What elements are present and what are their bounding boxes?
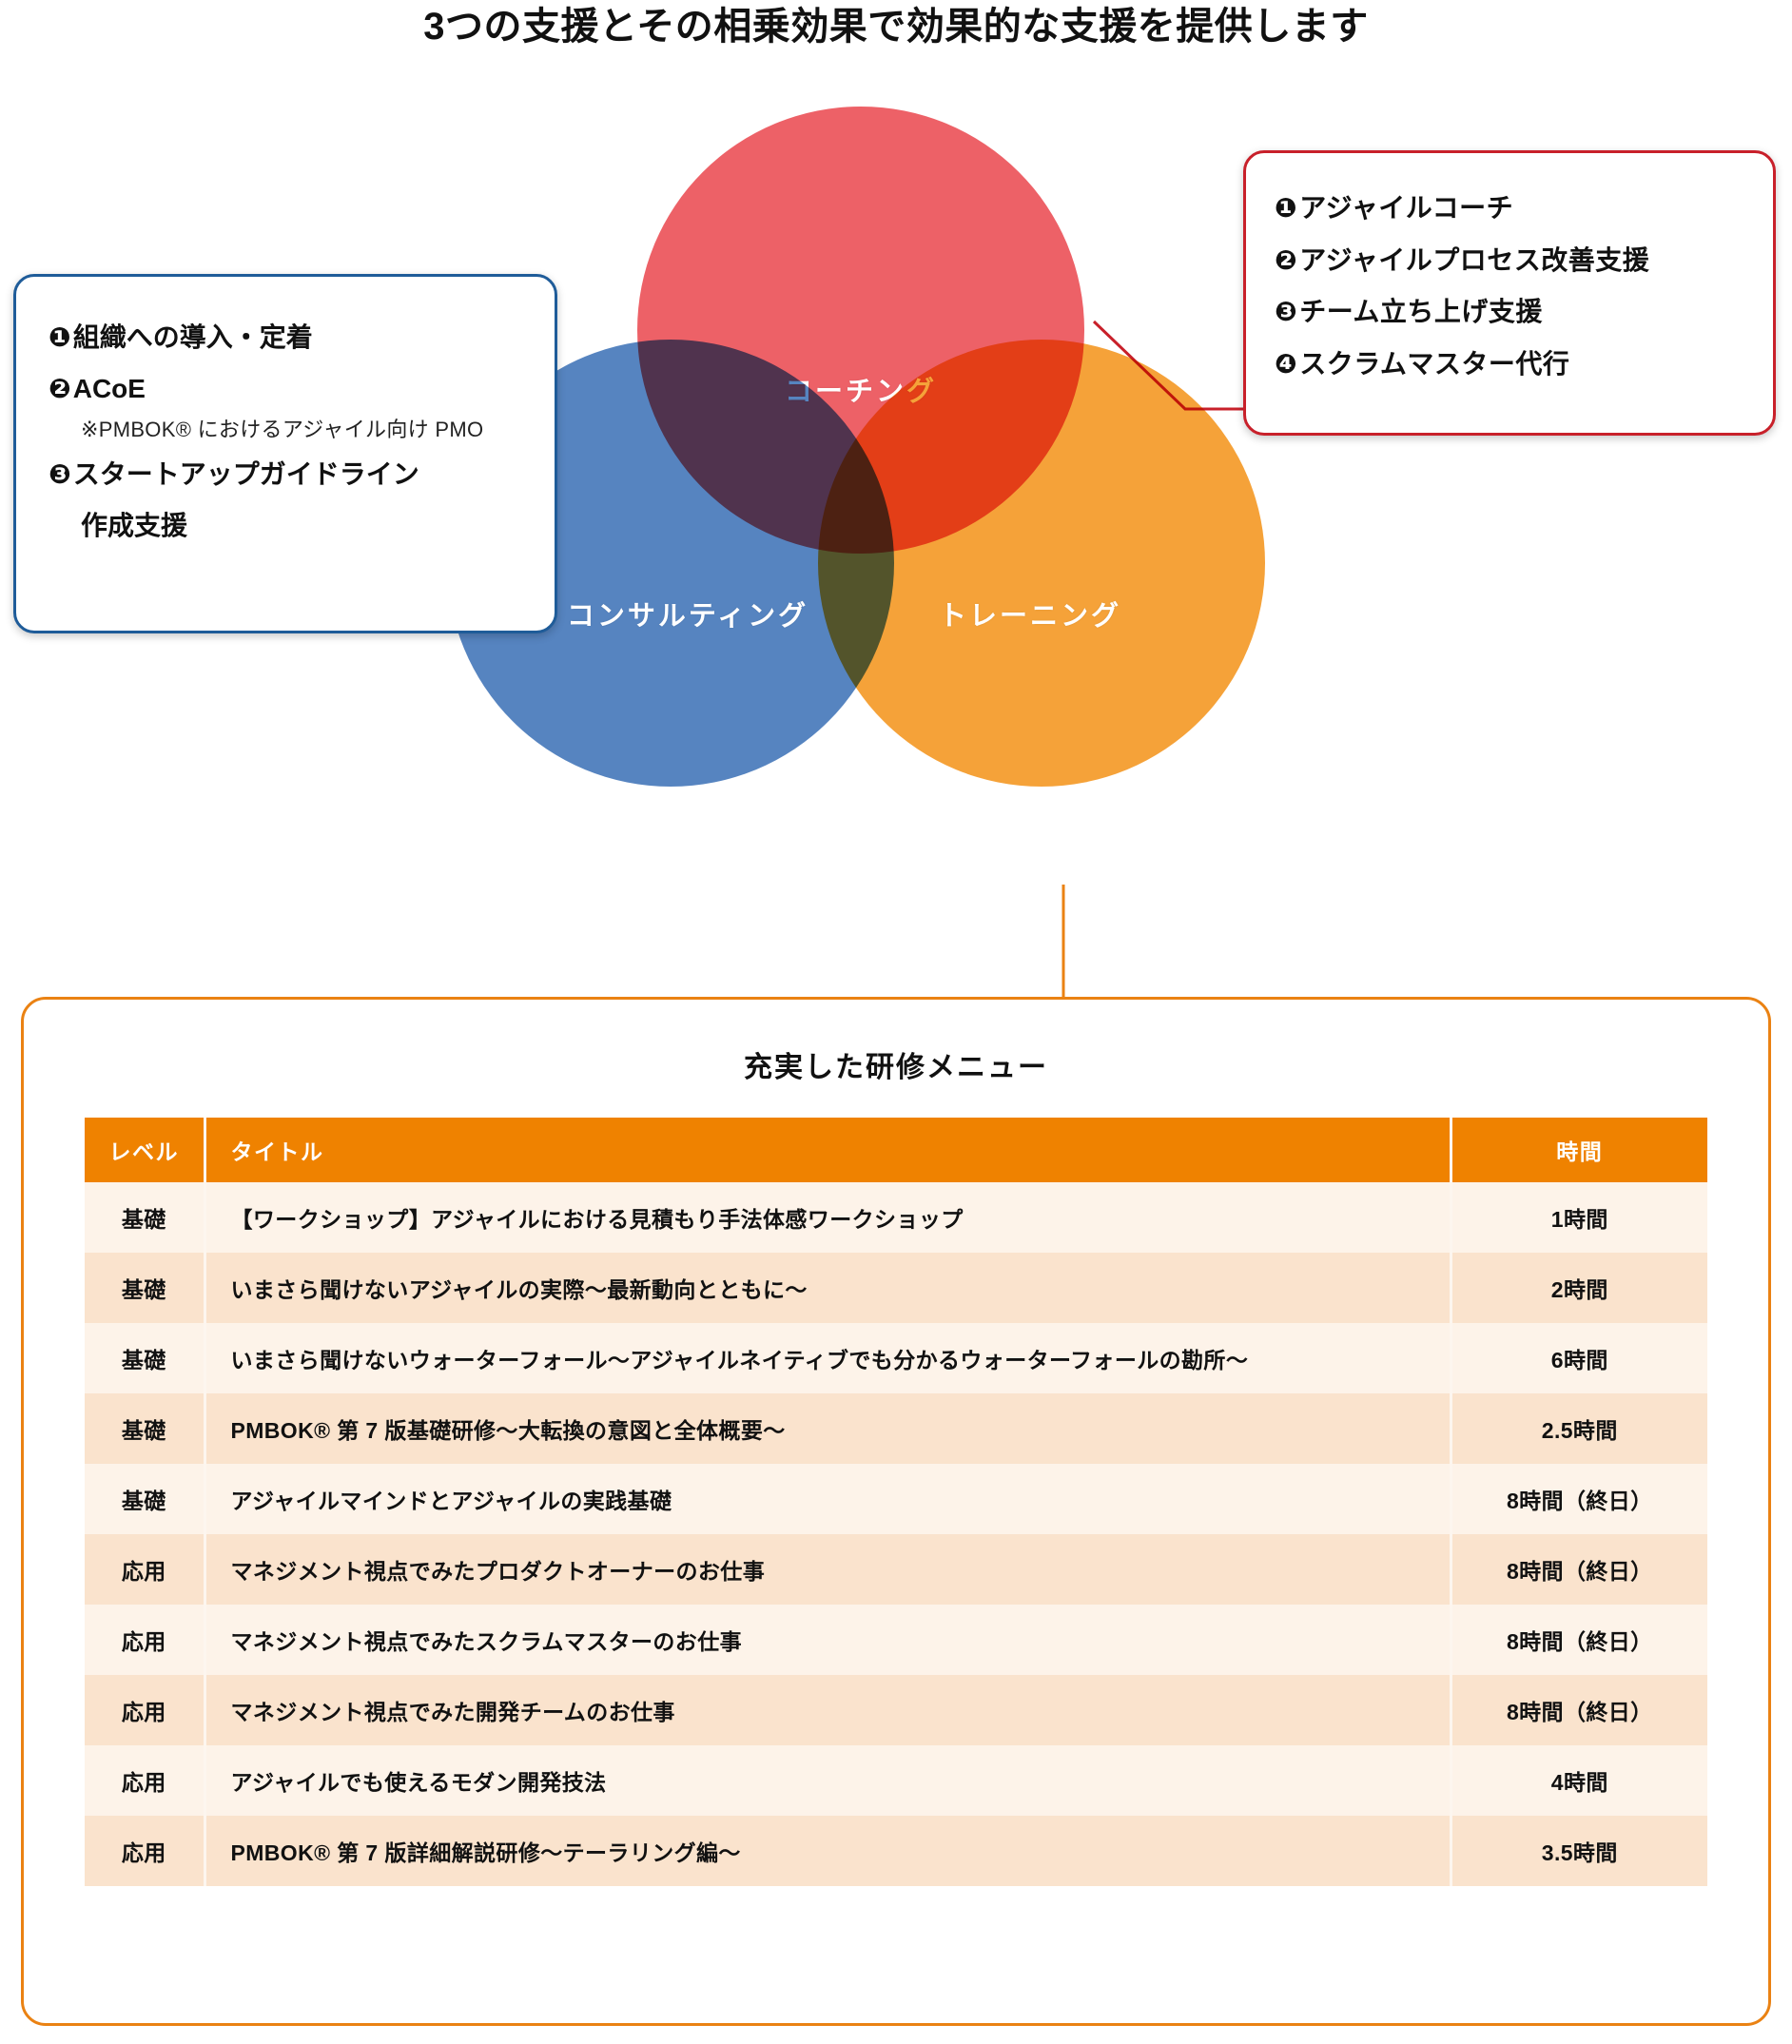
cell-time: 2時間 bbox=[1451, 1253, 1707, 1323]
cell-title: PMBOK® 第 7 版基礎研修〜大転換の意図と全体概要〜 bbox=[205, 1393, 1452, 1464]
training-menu-heading: 充実した研修メニュー bbox=[744, 1052, 1048, 1083]
callout-consulting-item-3-label: スタートアップガイドライン bbox=[72, 459, 419, 490]
callout-consulting-item-2: ❷ ACoE bbox=[49, 370, 522, 409]
callout-coaching-item-2: ❷ アジャイルプロセス改善支援 bbox=[1275, 242, 1744, 281]
callout-consulting-item-1-label: 組織への導入・定着 bbox=[72, 322, 313, 352]
callout-coaching-item-4-label: スクラムマスター代行 bbox=[1299, 348, 1570, 379]
cell-title: いまさら聞けないアジャイルの実際〜最新動向とともに〜 bbox=[205, 1253, 1452, 1323]
page-title: 3つの支援とその相乗効果で効果的な支援を提供します bbox=[423, 6, 1369, 48]
cell-title: アジャイルでも使えるモダン開発技法 bbox=[205, 1745, 1452, 1816]
venn-diagram: コーチング コンサルティング トレーニング bbox=[447, 107, 1275, 877]
cell-title: マネジメント視点でみた開発チームのお仕事 bbox=[205, 1675, 1452, 1745]
table-row: 基礎いまさら聞けないアジャイルの実際〜最新動向とともに〜2時間 bbox=[85, 1253, 1707, 1323]
cell-level: 基礎 bbox=[85, 1464, 206, 1534]
cell-time: 8時間（終日） bbox=[1451, 1464, 1707, 1534]
bullet-number-icon: ❷ bbox=[49, 373, 71, 403]
callout-consulting-item-3-label-cont: 作成支援 bbox=[81, 511, 188, 541]
column-header-time: 時間 bbox=[1451, 1118, 1707, 1182]
callout-coaching-item-3: ❸ チーム立ち上げ支援 bbox=[1275, 293, 1744, 332]
cell-title: PMBOK® 第 7 版詳細解説研修〜テーラリング編〜 bbox=[205, 1816, 1452, 1886]
cell-level: 基礎 bbox=[85, 1182, 206, 1253]
cell-time: 4時間 bbox=[1451, 1745, 1707, 1816]
bullet-number-icon: ❷ bbox=[1275, 244, 1298, 275]
callout-coaching-item-3-label: チーム立ち上げ支援 bbox=[1299, 297, 1543, 327]
callout-consulting-item-1: ❶ 組織への導入・定着 bbox=[49, 319, 522, 358]
cell-level: 基礎 bbox=[85, 1253, 206, 1323]
training-menu-table: レベル タイトル 時間 基礎【ワークショップ】アジャイルにおける見積もり手法体感… bbox=[85, 1118, 1707, 1886]
cell-title: マネジメント視点でみたプロダクトオーナーのお仕事 bbox=[205, 1534, 1452, 1605]
callout-consulting-item-3: ❸ スタートアップガイドライン bbox=[49, 456, 522, 495]
cell-level: 応用 bbox=[85, 1816, 206, 1886]
cell-level: 基礎 bbox=[85, 1393, 206, 1464]
cell-title: 【ワークショップ】アジャイルにおける見積もり手法体感ワークショップ bbox=[205, 1182, 1452, 1253]
table-row: 基礎いまさら聞けないウォーターフォール〜アジャイルネイティブでも分かるウォーター… bbox=[85, 1323, 1707, 1393]
cell-level: 応用 bbox=[85, 1534, 206, 1605]
column-header-level: レベル bbox=[85, 1118, 206, 1182]
cell-level: 応用 bbox=[85, 1675, 206, 1745]
bullet-number-icon: ❹ bbox=[1275, 348, 1298, 379]
cell-title: いまさら聞けないウォーターフォール〜アジャイルネイティブでも分かるウォーターフォ… bbox=[205, 1323, 1452, 1393]
bullet-number-icon: ❶ bbox=[49, 322, 71, 352]
column-header-title: タイトル bbox=[205, 1118, 1452, 1182]
cell-time: 1時間 bbox=[1451, 1182, 1707, 1253]
cell-level: 基礎 bbox=[85, 1323, 206, 1393]
cell-time: 6時間 bbox=[1451, 1323, 1707, 1393]
callout-consulting: ❶ 組織への導入・定着 ❷ ACoE ※PMBOK® におけるアジャイル向け P… bbox=[13, 274, 557, 633]
cell-title: マネジメント視点でみたスクラムマスターのお仕事 bbox=[205, 1605, 1452, 1675]
cell-time: 3.5時間 bbox=[1451, 1816, 1707, 1886]
bullet-number-icon: ❸ bbox=[1275, 297, 1298, 327]
callout-consulting-note: ※PMBOK® におけるアジャイル向け PMO bbox=[81, 418, 484, 442]
callout-coaching: ❶ アジャイルコーチ ❷ アジャイルプロセス改善支援 ❸ チーム立ち上げ支援 ❹… bbox=[1243, 150, 1776, 436]
callout-coaching-item-2-label: アジャイルプロセス改善支援 bbox=[1299, 244, 1650, 275]
table-header-row: レベル タイトル 時間 bbox=[85, 1118, 1707, 1182]
bullet-number-icon: ❶ bbox=[1275, 193, 1298, 223]
callout-coaching-item-4: ❹ スクラムマスター代行 bbox=[1275, 345, 1744, 384]
cell-level: 応用 bbox=[85, 1745, 206, 1816]
venn-label-training: トレーニング bbox=[938, 601, 1121, 632]
cell-time: 8時間（終日） bbox=[1451, 1605, 1707, 1675]
callout-coaching-item-1-label: アジャイルコーチ bbox=[1299, 193, 1514, 223]
cell-level: 応用 bbox=[85, 1605, 206, 1675]
cell-time: 8時間（終日） bbox=[1451, 1675, 1707, 1745]
venn-label-consulting: コンサルティング bbox=[566, 601, 809, 632]
callout-consulting-item-2-label: ACoE bbox=[72, 373, 146, 403]
training-menu-panel: 充実した研修メニュー レベル タイトル 時間 基礎【ワークショップ】アジャイルに… bbox=[21, 997, 1771, 2026]
cell-time: 2.5時間 bbox=[1451, 1393, 1707, 1464]
venn-circle-training[interactable]: トレーニング bbox=[818, 340, 1265, 787]
callout-coaching-item-1: ❶ アジャイルコーチ bbox=[1275, 189, 1744, 228]
bullet-number-icon: ❸ bbox=[49, 459, 71, 490]
cell-title: アジャイルマインドとアジャイルの実践基礎 bbox=[205, 1464, 1452, 1534]
cell-time: 8時間（終日） bbox=[1451, 1534, 1707, 1605]
